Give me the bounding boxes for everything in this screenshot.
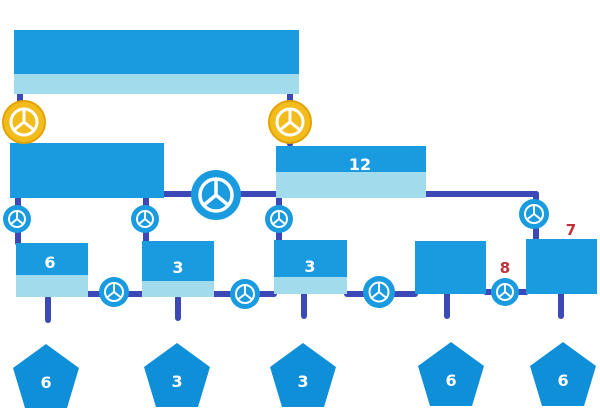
sink-3-label: 3 [297, 372, 308, 391]
tank-mid-right-fill [276, 146, 426, 172]
sink-5-shape [530, 342, 596, 406]
peace-wheel-icon [491, 278, 519, 306]
sink-4: 6 [418, 342, 484, 406]
peace-wheel-icon [191, 170, 241, 220]
sink-2-label: 3 [171, 372, 182, 391]
tank-mid-right-water [276, 172, 426, 198]
sink-2: 3 [144, 343, 210, 407]
valve-mid-big[interactable] [191, 170, 241, 220]
tank-mid-right[interactable]: 12 [276, 146, 426, 198]
tank-low-1-label: 6 [44, 253, 55, 272]
tank-low-1-water [16, 275, 88, 297]
peace-wheel-icon [363, 276, 395, 308]
sink-5-label: 6 [557, 371, 568, 390]
sink-5: 6 [530, 342, 596, 406]
sink-3-shape [270, 343, 336, 407]
peace-wheel-icon [230, 279, 260, 309]
sink-1: 6 [13, 344, 79, 408]
peace-wheel-icon [3, 205, 31, 233]
tank-low-2[interactable]: 3 [142, 241, 214, 297]
tank-mid-left[interactable] [10, 143, 164, 198]
tank-low-1[interactable]: 6 [16, 243, 88, 297]
tank-low-3-fill [274, 240, 347, 277]
tank-mid-left-fill [10, 143, 164, 198]
valve-low-34[interactable] [363, 276, 395, 308]
valve-top-right[interactable] [268, 100, 312, 144]
valve-low-23[interactable] [230, 279, 260, 309]
tank-top[interactable] [14, 30, 299, 94]
sink-3: 3 [270, 343, 336, 407]
tank-low-4-fill [415, 241, 486, 294]
valve-low-45[interactable] [491, 278, 519, 306]
tank-low-3[interactable]: 3 [274, 240, 347, 294]
valve-top-left[interactable] [2, 100, 46, 144]
valve-drop-3[interactable] [265, 205, 293, 233]
peace-wheel-icon [2, 100, 46, 144]
peace-wheel-icon [131, 205, 159, 233]
tank-low-2-water [142, 281, 214, 297]
tank-low-1-fill [16, 243, 88, 275]
sink-4-shape [418, 342, 484, 406]
peace-wheel-icon [268, 100, 312, 144]
tank-low-2-label: 3 [172, 258, 183, 277]
sink-2-shape [144, 343, 210, 407]
tank-low-2-fill [142, 241, 214, 281]
tank-low-3-label: 3 [304, 257, 315, 276]
valve-drop-2[interactable] [131, 205, 159, 233]
tank-mid-right-label: 12 [349, 155, 371, 174]
peace-wheel-icon [265, 205, 293, 233]
tank-low-3-water [274, 277, 347, 294]
tank-low-4[interactable] [415, 241, 486, 294]
tank-top-water [14, 74, 299, 94]
valve-drop-5[interactable] [519, 199, 549, 229]
peace-wheel-icon [519, 199, 549, 229]
sink-1-shape [13, 344, 79, 408]
valve-drop-1[interactable] [3, 205, 31, 233]
sink-1-label: 6 [40, 373, 51, 392]
tank-top-fill [14, 30, 299, 74]
tank-low-5-fill [526, 239, 597, 294]
tank-low-5[interactable] [526, 239, 597, 294]
valve-low-12[interactable] [99, 277, 129, 307]
valve-8-label: 8 [500, 259, 510, 277]
tank-low-5-capacity: 7 [566, 221, 576, 239]
sink-4-label: 6 [445, 371, 456, 390]
peace-wheel-icon [99, 277, 129, 307]
